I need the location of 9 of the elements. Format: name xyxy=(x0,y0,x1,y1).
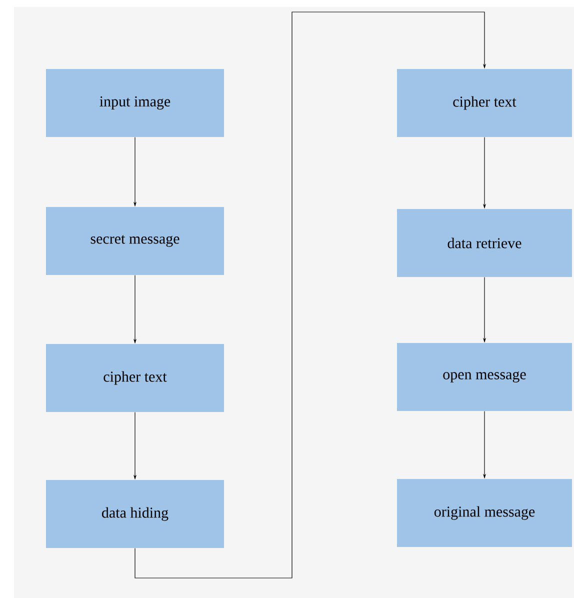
process-box: cipher text xyxy=(46,344,224,412)
process-box: input image xyxy=(46,69,224,137)
process-box: data retrieve xyxy=(397,209,572,277)
process-box: open message xyxy=(397,343,572,411)
process-box: original message xyxy=(397,479,572,547)
process-box: cipher text xyxy=(397,69,572,137)
arrow xyxy=(134,12,486,578)
process-box: data hiding xyxy=(46,480,224,548)
process-box: secret message xyxy=(46,207,224,275)
